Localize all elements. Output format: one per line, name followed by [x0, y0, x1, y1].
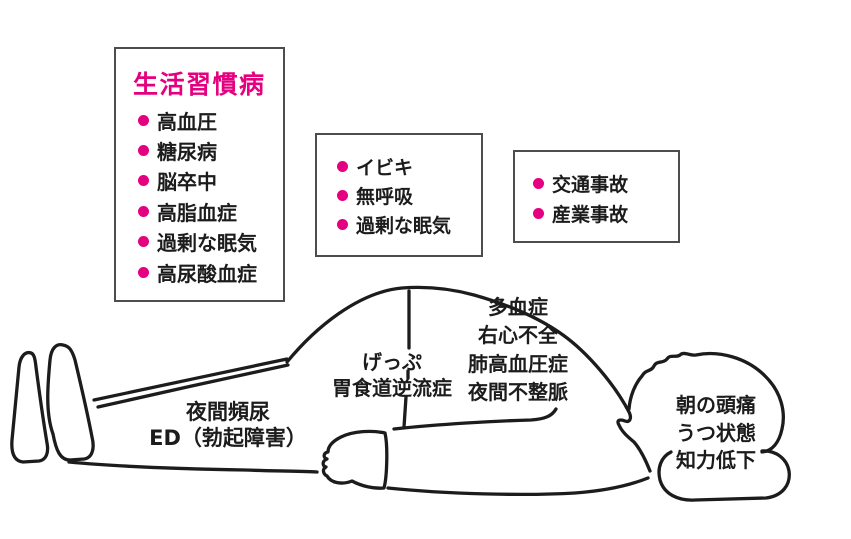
list-item: 糖尿病 — [138, 135, 257, 165]
label-nocturia: 夜間頻尿 ED（勃起障害） — [149, 399, 307, 451]
leg-lines — [92, 357, 289, 402]
bullet-dot-icon — [533, 177, 544, 189]
list-item: 高血圧 — [138, 105, 257, 135]
label-cardio: 多血症 右心不全 肺高血圧症 夜間不整脈 — [468, 293, 568, 407]
list-item-label: 過剰な眠気 — [157, 231, 257, 256]
body-bottom-line — [67, 460, 319, 474]
bullet-dot-icon — [138, 114, 149, 126]
list-item-label: 糖尿病 — [157, 140, 217, 165]
lifestyle-diseases-box: 生活習慣病 高血圧 糖尿病 脳卒中 高脂血症 過剰な眠気 高尿酸血症 — [114, 47, 285, 302]
bullet-dot-icon — [533, 207, 544, 219]
accidents-box: 交通事故 産業事故 — [513, 150, 680, 243]
front-foot — [46, 342, 95, 462]
label-line: うつ状態 — [676, 420, 756, 445]
list-item-label: 過剰な眠気 — [356, 215, 452, 237]
list-item-label: 高血圧 — [157, 109, 217, 134]
label-line: 肺高血圧症 — [468, 351, 568, 376]
torso-leader-line — [402, 395, 408, 429]
label-head: 朝の頭痛 うつ状態 知力低下 — [676, 392, 756, 475]
list-item-label: イビキ — [356, 157, 414, 179]
bullet-dot-icon — [138, 145, 149, 157]
list-item-label: 高脂血症 — [157, 200, 237, 225]
list-item: 高尿酸血症 — [138, 257, 257, 287]
list-item: イビキ — [337, 152, 451, 181]
bullet-dot-icon — [337, 219, 348, 230]
arm-outline — [392, 407, 558, 431]
bullet-dot-icon — [138, 236, 149, 248]
belly-outline — [285, 285, 652, 473]
lifestyle-diseases-title: 生活習慣病 — [133, 70, 266, 99]
label-line: 夜間頻尿 — [186, 400, 270, 424]
bullet-dot-icon — [337, 161, 348, 172]
list-item: 交通事故 — [533, 168, 628, 198]
list-item: 産業事故 — [533, 198, 628, 228]
list-item-label: 脳卒中 — [157, 170, 217, 195]
list-item: 過剰な眠気 — [138, 227, 257, 257]
list-item: 無呼吸 — [337, 181, 451, 210]
bullet-dot-icon — [337, 190, 348, 201]
list-item-label: 交通事故 — [552, 173, 629, 196]
leg-lines — [96, 363, 290, 409]
label-line: 多血症 — [488, 295, 548, 319]
bullet-dot-icon — [138, 205, 149, 217]
accidents-list: 交通事故 産業事故 — [533, 168, 628, 228]
list-item-label: 無呼吸 — [356, 186, 414, 208]
list-item: 高脂血症 — [138, 196, 257, 226]
label-line: 知力低下 — [676, 448, 756, 473]
bullet-dot-icon — [138, 175, 149, 187]
fist — [321, 429, 389, 490]
label-line: 朝の頭痛 — [676, 393, 756, 417]
head-outline — [627, 351, 785, 454]
list-item-label: 高尿酸血症 — [157, 261, 257, 286]
bullet-dot-icon — [138, 266, 149, 278]
pillow — [657, 449, 791, 502]
label-line: 夜間不整脈 — [468, 380, 568, 405]
label-reflux: げっぷ 胃食道逆流症 — [332, 349, 452, 401]
label-line: 右心不全 — [478, 323, 558, 348]
label-line: ED（勃起障害） — [149, 426, 307, 450]
list-item: 脳卒中 — [138, 166, 257, 196]
list-item: 過剰な眠気 — [337, 210, 451, 239]
back-foot — [10, 350, 50, 464]
sleep-symptoms-list: イビキ 無呼吸 過剰な眠気 — [337, 152, 451, 239]
sleep-symptoms-box: イビキ 無呼吸 過剰な眠気 — [315, 133, 483, 257]
label-line: 胃食道逆流症 — [332, 376, 452, 400]
label-line: げっぷ — [362, 350, 422, 374]
list-item-label: 産業事故 — [552, 203, 629, 226]
lifestyle-diseases-list: 高血圧 糖尿病 脳卒中 高脂血症 過剰な眠気 高尿酸血症 — [138, 105, 257, 287]
body-bottom-line — [386, 476, 650, 497]
